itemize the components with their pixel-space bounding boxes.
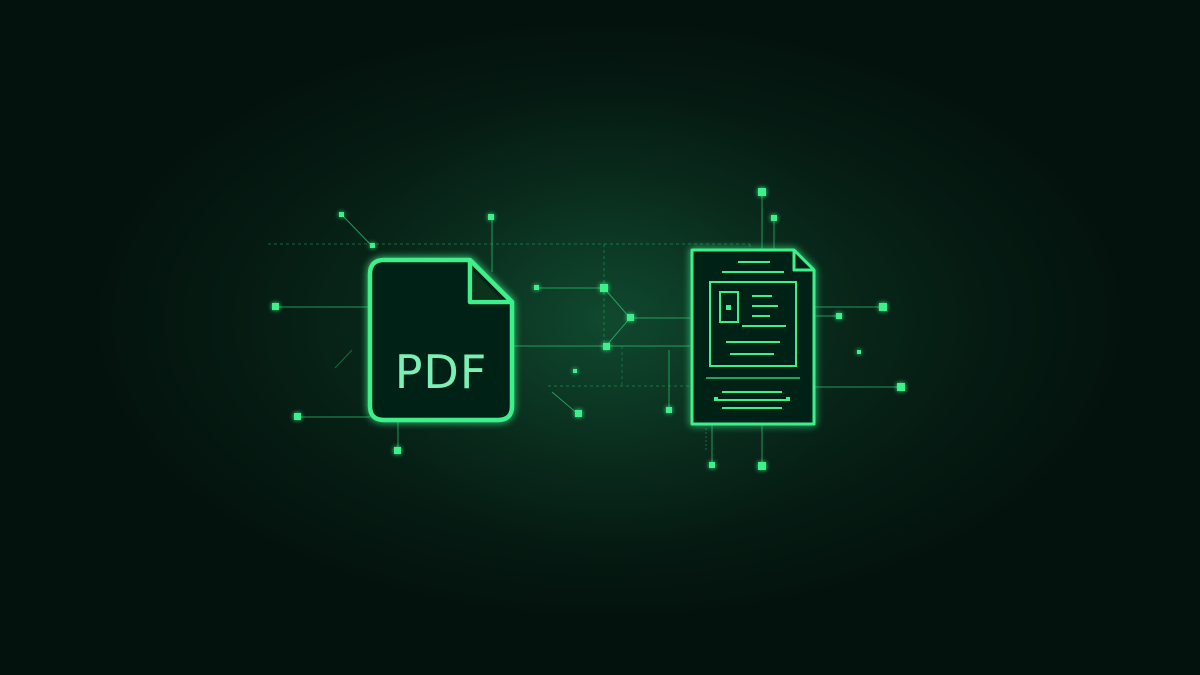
node (603, 343, 610, 350)
structured-document-icon (690, 248, 816, 426)
circuit-nodes (272, 188, 905, 470)
node (534, 285, 539, 290)
node (758, 462, 766, 470)
node (857, 350, 861, 354)
node (709, 462, 715, 468)
node (627, 314, 634, 321)
node (758, 188, 766, 196)
node (897, 383, 905, 391)
node (370, 243, 375, 248)
node (394, 447, 401, 454)
node (836, 313, 842, 319)
pdf-file-icon: PDF (367, 257, 515, 423)
node (272, 303, 279, 310)
node (600, 284, 608, 292)
node (666, 407, 672, 413)
content-panel (709, 281, 797, 367)
node (879, 303, 887, 311)
node (573, 369, 577, 373)
circuit-traces (268, 193, 900, 466)
image-placeholder-icon (719, 291, 739, 323)
node (488, 214, 494, 220)
pdf-label: PDF (395, 345, 488, 399)
node (771, 215, 777, 221)
node (339, 212, 344, 217)
node (575, 410, 582, 417)
node (294, 413, 301, 420)
